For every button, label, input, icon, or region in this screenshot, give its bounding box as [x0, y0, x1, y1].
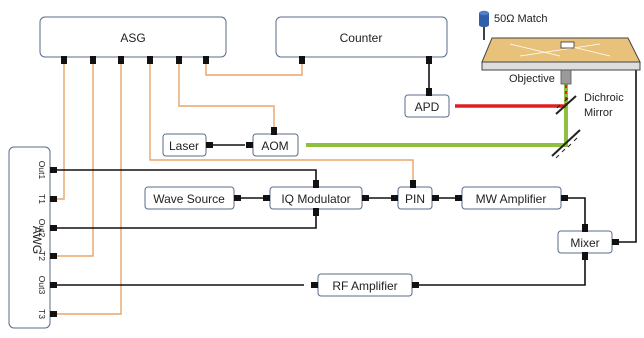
aom-module: AOM	[252, 133, 299, 157]
match-label: 50Ω Match	[494, 13, 547, 25]
wave-source-label: Wave Source	[153, 192, 225, 206]
connector-plug-icon	[118, 56, 124, 64]
counter-label: Counter	[340, 31, 383, 45]
connector-plug-icon	[426, 56, 432, 64]
awg-port-t3: T3	[37, 309, 47, 319]
sample-chip	[560, 41, 575, 49]
connector-plug-icon	[313, 180, 319, 188]
connector-plug-icon	[299, 56, 305, 64]
connector-plug-icon	[203, 56, 209, 64]
pin-module: PIN	[397, 186, 433, 210]
connector-plug-icon	[263, 195, 270, 201]
asg-box	[39, 16, 227, 58]
connector-plug-icon	[90, 56, 96, 64]
wire-asg-to-aom	[178, 64, 275, 132]
laser-label: Laser	[169, 139, 199, 153]
awg-module: AWG Out1 T1 Out2 T2 Out3 T3	[8, 146, 51, 329]
connector-plug-icon	[582, 224, 588, 232]
connector-plug-icon	[246, 142, 253, 148]
apd-label: APD	[415, 100, 440, 114]
mixer-label: Mixer	[570, 236, 599, 250]
wire-asg-to-t3	[50, 64, 122, 315]
awg-port-out1: Out1	[37, 161, 47, 180]
connector-plug-icon	[50, 225, 57, 231]
connector-plug-icon	[412, 282, 419, 288]
objective-label: Objective	[509, 73, 555, 85]
awg-label: AWG	[30, 226, 44, 254]
apd-module: APD	[404, 94, 450, 118]
iq-modulator-label: IQ Modulator	[281, 192, 350, 206]
pin-label: PIN	[405, 192, 425, 206]
aom-label: AOM	[261, 139, 288, 153]
wave-source-module: Wave Source	[144, 186, 235, 210]
mw-amplifier-label: MW Amplifier	[476, 192, 547, 206]
wire-asg-to-pin	[149, 64, 414, 186]
connector-plug-icon	[50, 196, 57, 202]
wire-mw-mixer	[565, 197, 586, 230]
connectors	[50, 56, 619, 317]
connector-plug-icon	[561, 195, 568, 201]
sample-stage: Objective	[481, 37, 641, 85]
connector-plug-icon	[234, 195, 241, 201]
wire-asg-to-counter	[205, 64, 303, 76]
asg-trigger-wires	[50, 64, 414, 315]
iq-modulator-module: IQ Modulator	[269, 186, 363, 210]
connector-plug-icon	[176, 56, 182, 64]
dichroic-label-1: Dichroic	[584, 92, 624, 104]
connector-plug-icon	[311, 282, 318, 288]
rf-amplifier-label: RF Amplifier	[332, 279, 397, 293]
connector-plug-icon	[426, 88, 432, 96]
rf-amplifier-module: RF Amplifier	[317, 273, 413, 297]
mirror-icon	[551, 129, 581, 159]
wire-out1-iq	[50, 169, 317, 186]
connector-plug-icon	[147, 56, 153, 64]
connector-plug-icon	[50, 253, 57, 259]
connector-plug-icon	[410, 180, 416, 188]
mirror-icon	[555, 95, 577, 115]
dichroic-label-2: Mirror	[584, 107, 613, 119]
objective-lens	[560, 69, 572, 85]
connector-plug-icon	[313, 208, 319, 216]
awg-box	[8, 146, 51, 329]
mw-amplifier-module: MW Amplifier	[461, 186, 562, 210]
optical-beams	[306, 82, 568, 147]
mixer-module: Mixer	[557, 230, 613, 254]
connector-plug-icon	[362, 195, 369, 201]
connector-plug-icon	[612, 239, 619, 245]
awg-port-out2: Out2	[37, 219, 47, 238]
connector-plug-icon	[432, 195, 439, 201]
connector-plug-icon	[50, 282, 57, 288]
connector-plug-icon	[61, 56, 67, 64]
stage-side	[481, 61, 641, 71]
connector-plug-icon	[271, 127, 277, 135]
connector-plug-icon	[50, 167, 57, 173]
asg-label: ASG	[120, 31, 145, 45]
wire-asg-to-t1	[50, 64, 65, 200]
counter-box	[275, 16, 448, 58]
connector-plug-icon	[582, 252, 588, 260]
counter-module: Counter	[275, 16, 448, 58]
wire-asg-to-t2	[50, 64, 94, 257]
wire-rf-mixer	[419, 254, 586, 286]
connector-plug-icon	[391, 195, 398, 201]
awg-port-t2: T2	[37, 251, 47, 261]
coax-cylinder-icon	[479, 10, 489, 28]
awg-port-t1: T1	[37, 194, 47, 204]
laser-module: Laser	[162, 133, 207, 157]
awg-port-out3: Out3	[37, 276, 47, 295]
connector-plug-icon	[455, 195, 462, 201]
connector-plug-icon	[50, 311, 57, 317]
wire-out2-iq	[50, 209, 317, 229]
asg-module: ASG	[39, 16, 227, 58]
connector-plug-icon	[206, 142, 213, 148]
